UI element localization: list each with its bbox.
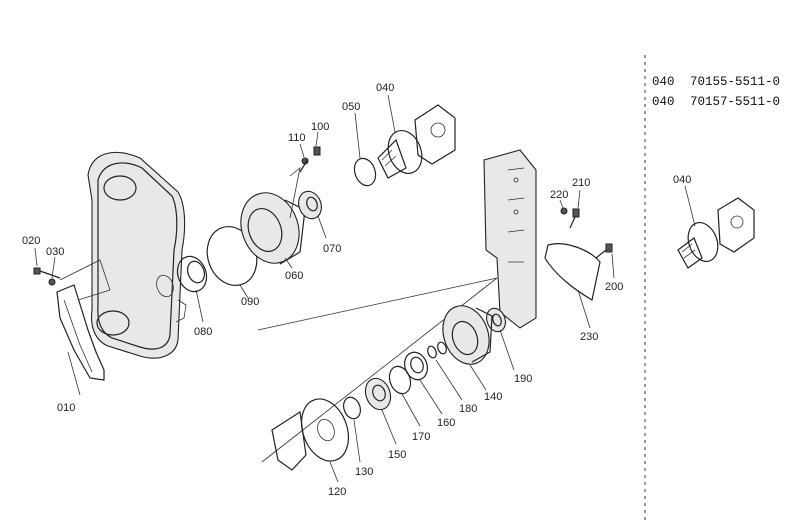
leader-200 — [611, 253, 615, 279]
leader-180 — [435, 359, 463, 401]
callout-070: 070 — [323, 243, 341, 255]
callout-170: 170 — [412, 431, 430, 443]
alt-shaft-040 — [677, 197, 755, 269]
callout-020: 020 — [22, 235, 40, 247]
callout-030: 030 — [46, 246, 64, 258]
frame-bracket — [483, 149, 537, 329]
callout-190: 190 — [514, 373, 532, 385]
ref-row-2-callout: 040 — [652, 95, 675, 109]
shim-130 — [342, 396, 362, 420]
oil-seal-070 — [298, 190, 322, 220]
bolt-100-110 — [299, 146, 321, 173]
callout-140: 140 — [484, 391, 502, 403]
ref-row-1-part: 70155-5511-0 — [690, 75, 780, 89]
leader-060 — [284, 257, 293, 269]
leader-090 — [239, 284, 249, 299]
bolt-210-220 — [560, 207, 580, 229]
shim-050 — [353, 157, 377, 187]
callout-120: 120 — [328, 486, 346, 498]
bearing-160 — [404, 351, 428, 381]
callout-200: 200 — [605, 281, 623, 293]
o-ring-170 — [388, 365, 412, 395]
leader-170 — [401, 393, 421, 427]
leader-010 — [67, 351, 81, 396]
callout-060: 060 — [285, 270, 303, 282]
callout-220: 220 — [550, 189, 568, 201]
callout-050: 050 — [342, 101, 360, 113]
callout-180: 180 — [459, 403, 477, 415]
leader-140 — [469, 364, 487, 391]
leader-080 — [195, 289, 204, 323]
callout-160: 160 — [437, 417, 455, 429]
leader-050 — [354, 112, 361, 159]
chain-case — [87, 151, 187, 359]
guard-230 — [544, 243, 601, 301]
callout-230: 230 — [580, 331, 598, 343]
leader-150 — [381, 409, 397, 445]
shaft-040 — [377, 104, 456, 179]
leader-230 — [577, 289, 591, 329]
leader-190 — [499, 329, 515, 371]
snap-rings-180 — [427, 341, 447, 359]
leader-130 — [353, 419, 361, 463]
washer-030 — [48, 278, 56, 286]
bearing-housing-060 — [240, 192, 306, 265]
chain-leader-lines — [59, 259, 111, 301]
part-reference-list: 040 70155-5511-0 040 70157-5511-0 — [652, 75, 780, 109]
chain-case-cover — [56, 284, 105, 381]
leader-100 — [315, 131, 319, 147]
leader-220 — [559, 199, 564, 209]
ref-row-2-part: 70157-5511-0 — [690, 95, 780, 109]
leader-110 — [299, 143, 305, 158]
flange-120 — [271, 398, 349, 471]
axis-leader-lines — [257, 277, 498, 463]
callout-090: 090 — [241, 296, 259, 308]
leader-040 — [387, 94, 396, 133]
bolt-020 — [33, 267, 61, 279]
callout-110: 110 — [288, 132, 306, 144]
leader-030 — [51, 256, 56, 279]
leader-lines-mid — [289, 167, 301, 219]
leader-160 — [419, 379, 443, 415]
callout-010: 010 — [57, 402, 75, 414]
ref-row-1-callout: 040 — [652, 75, 675, 89]
callout-150: 150 — [388, 449, 406, 461]
leader-210 — [577, 189, 581, 209]
callout-100: 100 — [311, 121, 329, 133]
alt-leader-040 — [684, 185, 696, 227]
callout-080: 080 — [194, 326, 212, 338]
callout-130: 130 — [355, 466, 373, 478]
bearing-080 — [156, 255, 208, 298]
callout-040-alt: 040 — [673, 174, 691, 186]
leader-120 — [329, 461, 339, 483]
leader-070 — [317, 215, 327, 239]
bearing-150 — [364, 377, 392, 411]
leader-020 — [34, 247, 38, 267]
bolt-200 — [595, 243, 613, 259]
callout-210: 210 — [572, 177, 590, 189]
callout-040: 040 — [376, 82, 394, 94]
bearing-housing-140 — [442, 305, 493, 365]
